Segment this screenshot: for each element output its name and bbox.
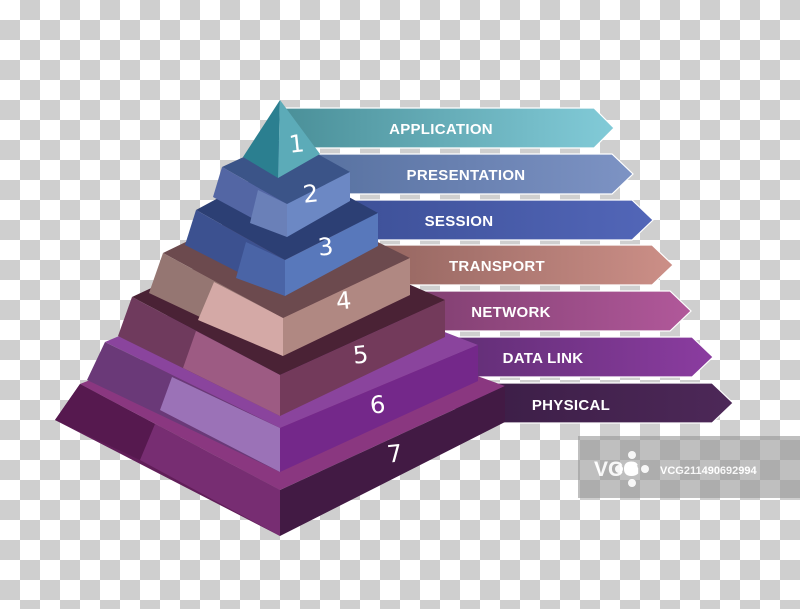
banner-label-physical: PHYSICAL xyxy=(532,397,610,414)
watermark: VCG VCG211490692994 xyxy=(578,436,800,498)
watermark-id: VCG211490692994 xyxy=(660,465,758,477)
banner-data-link: DATA LINK xyxy=(429,336,714,378)
banner-session: SESSION xyxy=(329,199,654,241)
banner-transport: TRANSPORT xyxy=(369,244,674,286)
layer-number-7: 7 xyxy=(386,439,404,468)
pyramid-layer-1 xyxy=(243,100,320,178)
banner-label-transport: TRANSPORT xyxy=(449,258,545,275)
layer-number-5: 5 xyxy=(352,340,370,369)
banner-physical: PHYSICAL xyxy=(454,382,734,424)
layer-number-3: 3 xyxy=(317,232,335,261)
banner-label-application: APPLICATION xyxy=(389,121,493,138)
layer-number-4: 4 xyxy=(335,286,353,315)
layer-number-6: 6 xyxy=(369,390,387,419)
layer-number-1: 1 xyxy=(288,129,306,158)
watermark-logo-icon xyxy=(615,451,649,487)
banner-presentation: PRESENTATION xyxy=(299,153,634,195)
banner-label-network: NETWORK xyxy=(471,304,551,321)
banner-application: APPLICATION xyxy=(279,107,615,149)
banner-label-data-link: DATA LINK xyxy=(503,350,584,367)
layer-number-2: 2 xyxy=(302,179,320,208)
banner-label-presentation: PRESENTATION xyxy=(407,167,526,184)
banner-label-session: SESSION xyxy=(425,213,494,230)
